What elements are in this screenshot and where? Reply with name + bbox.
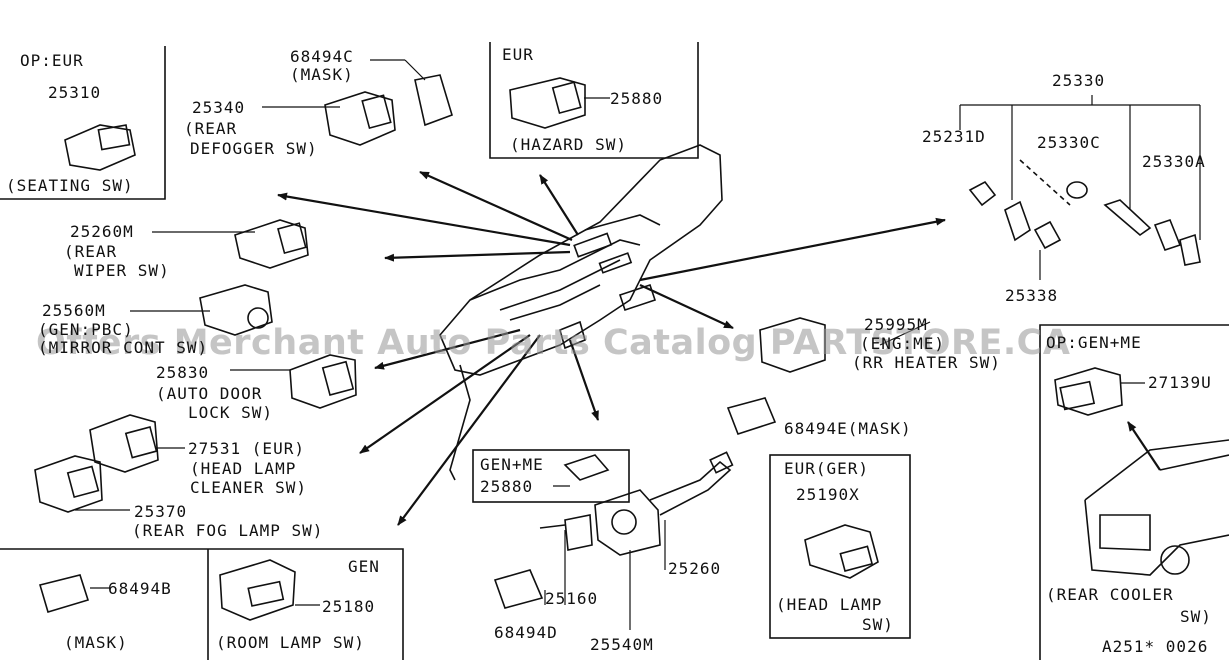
diagram-id-label: A251* 0026 <box>1102 637 1209 656</box>
part-25180-label: 25180 <box>322 597 376 616</box>
room-lamp-caption: (ROOM LAMP SW) <box>216 633 365 652</box>
rear-defogger-caption-1: (REAR <box>184 119 238 138</box>
mask-c-caption: (MASK) <box>290 65 354 84</box>
room-lamp-region-label: GEN <box>348 557 380 576</box>
rr-heater-switch-icon <box>759 317 826 373</box>
part-25260-label: 25260 <box>668 559 722 578</box>
rear-cooler-panel-border <box>1039 324 1229 660</box>
watermark-text: Offers Merchant Auto Parts Catalog PARTS… <box>36 323 1071 363</box>
rear-wiper-caption-2: WIPER SW) <box>74 261 170 280</box>
part-25338-label: 25338 <box>1005 286 1059 305</box>
head-lamp-cleaner-caption-2: CLEANER SW) <box>190 478 307 497</box>
gen-me-box <box>472 449 630 503</box>
part-68494e-label: 68494E(MASK) <box>784 419 912 438</box>
part-25880-mid-label: 25880 <box>480 477 534 496</box>
part-68494c-label: 68494C <box>290 47 354 66</box>
hazard-switch-caption: (HAZARD SW) <box>510 135 627 154</box>
auto-door-caption-1: (AUTO DOOR <box>156 384 263 403</box>
rear-cooler-region-label: OP:GEN+ME <box>1046 333 1142 352</box>
part-25160-label: 25160 <box>545 589 599 608</box>
mask-c-icon <box>414 74 453 127</box>
rr-heater-caption: (RR HEATER SW) <box>852 353 1001 372</box>
hazard-switch-icon <box>509 77 586 129</box>
part-25560m-label: 25560M <box>42 301 106 320</box>
leader-lines <box>75 59 1201 630</box>
van-icon <box>1084 439 1229 576</box>
part-68494d-label: 68494D <box>494 623 558 642</box>
cigarette-lighter-parts-icon <box>968 159 1201 266</box>
seating-panel-border <box>0 46 166 200</box>
seating-switch-icon <box>64 124 136 171</box>
head-lamp-cleaner-caption-1: (HEAD LAMP <box>190 459 297 478</box>
rear-cooler-caption-1: (REAR COOLER <box>1046 585 1174 604</box>
part-25260m-label: 25260M <box>70 222 134 241</box>
part-25370-label: 25370 <box>134 502 188 521</box>
part-25231d-label: 25231D <box>922 127 986 146</box>
mask-d-icon <box>493 569 544 609</box>
instrument-panel <box>439 144 723 481</box>
mirror-switch-caption: (MIRROR CONT SW) <box>38 338 209 357</box>
rear-defogger-switch-icon <box>324 91 396 146</box>
auto-door-caption-2: LOCK SW) <box>188 403 274 422</box>
part-25330-label: 25330 <box>1052 71 1106 90</box>
head-lamp-cleaner-switch-icon <box>89 414 159 473</box>
mirror-switch-icon <box>199 284 273 336</box>
part-25830-label: 25830 <box>156 363 210 382</box>
seating-region-label: OP:EUR <box>20 51 84 70</box>
gen-me-region-label: GEN+ME <box>480 455 544 474</box>
rear-cooler-switch-icon <box>1054 367 1123 416</box>
auto-door-lock-switch-icon <box>289 354 357 409</box>
eng-me-caption: (ENG:ME) <box>860 334 946 353</box>
mask-b-icon <box>38 574 90 613</box>
part-25330c-label: 25330C <box>1037 133 1101 152</box>
rear-wiper-switch-icon <box>234 219 309 269</box>
part-25330a-label: 25330A <box>1142 152 1206 171</box>
rear-defogger-caption-2: DEFOGGER SW) <box>190 139 318 158</box>
rear-wiper-caption-1: (REAR <box>64 242 118 261</box>
hazard-panel-border <box>489 42 699 159</box>
head-lamp-region-label: EUR(GER) <box>784 459 870 478</box>
mask-e-icon <box>726 397 777 435</box>
head-lamp-switch-icon <box>804 524 879 579</box>
pointer-arrows <box>277 170 1161 526</box>
mask-b-caption: (MASK) <box>64 633 128 652</box>
head-lamp-box <box>769 454 911 639</box>
combination-switch-icon <box>539 451 734 556</box>
part-25880-top-label: 25880 <box>610 89 664 108</box>
head-lamp-caption-1: (HEAD LAMP <box>776 595 883 614</box>
seating-switch-caption: (SEATING SW) <box>6 176 134 195</box>
part-25540m-label: 25540M <box>590 635 654 654</box>
bottom-panel-border <box>0 548 404 660</box>
head-lamp-caption-2: SW) <box>862 615 894 634</box>
part-27139u-label: 27139U <box>1148 373 1212 392</box>
rear-fog-caption: (REAR FOG LAMP SW) <box>132 521 324 540</box>
part-25310-label: 25310 <box>48 83 102 102</box>
part-25995m-label: 25995M <box>864 315 928 334</box>
rear-cooler-caption-2: SW) <box>1180 607 1212 626</box>
part-25340-label: 25340 <box>192 98 246 117</box>
hazard-region-label: EUR <box>502 45 534 64</box>
part-25190x-label: 25190X <box>796 485 860 504</box>
rear-fog-switch-icon <box>34 455 103 513</box>
part-68494b-label: 68494B <box>108 579 172 598</box>
part-27531-label: 27531 (EUR) <box>188 439 305 458</box>
mirror-region-caption: (GEN:PBC) <box>38 320 134 339</box>
room-lamp-switch-icon <box>219 559 296 621</box>
